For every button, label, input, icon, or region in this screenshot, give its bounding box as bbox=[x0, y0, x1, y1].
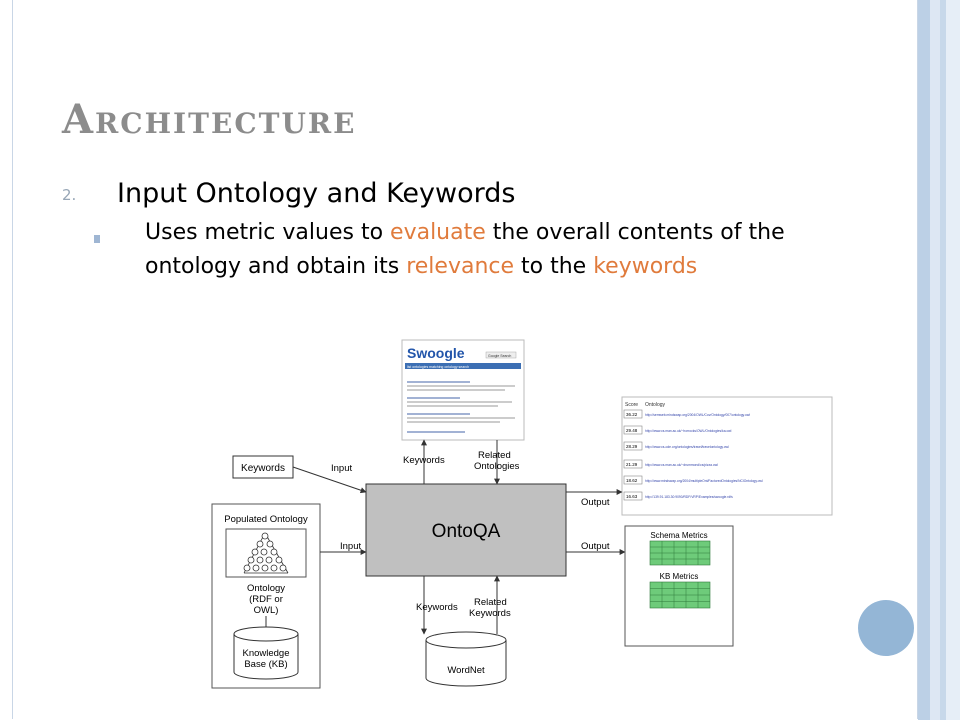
list-item-heading: 2. Input Ontology and Keywords bbox=[62, 178, 515, 209]
result-url: http://www.cs.man.ac.uk/~horrocks/OWL/On… bbox=[645, 429, 732, 433]
swoogle-screenshot: Swoogle Google Search list ontologies ma… bbox=[401, 339, 525, 441]
ontology-graph-icon bbox=[243, 532, 289, 574]
knowledge-base-cylinder bbox=[233, 626, 299, 680]
ontoqa-label: OntoQA bbox=[432, 521, 501, 542]
results-screenshot: Score Ontology 36.22 http://semweb.minds… bbox=[621, 396, 833, 516]
label-related-keywords: Keywords bbox=[469, 608, 511, 619]
label-keywords-bottom: Keywords bbox=[416, 602, 458, 613]
wordnet-label: WordNet bbox=[447, 665, 485, 676]
highlight-evaluate: evaluate bbox=[390, 220, 486, 245]
result-score: 18.62 bbox=[626, 478, 638, 483]
label-input-top: Input bbox=[331, 463, 352, 474]
slide-frame bbox=[12, 0, 918, 719]
result-score: 16.63 bbox=[626, 494, 638, 499]
ontology-label-line: OWL) bbox=[254, 605, 279, 616]
decorative-circle bbox=[858, 600, 914, 656]
label-related-ontologies: Related bbox=[478, 450, 511, 461]
label-output-top: Output bbox=[581, 497, 610, 508]
results-header-score: Score bbox=[625, 402, 638, 408]
schema-metrics-label: Schema Metrics bbox=[650, 531, 707, 540]
side-stripe-dark-2 bbox=[940, 0, 946, 720]
wordnet-cylinder bbox=[425, 631, 507, 687]
result-url: http://www.cs.man.ac.uk/~drummond/cs/piz… bbox=[645, 463, 718, 467]
swoogle-logo: Swoogle bbox=[407, 345, 465, 361]
list-number: 2. bbox=[62, 185, 77, 204]
label-related-ontologies: Ontologies bbox=[474, 461, 520, 472]
bullet-square-icon bbox=[94, 235, 100, 243]
result-score: 36.22 bbox=[626, 412, 638, 417]
label-keywords-top: Keywords bbox=[403, 455, 445, 466]
result-score: 29.48 bbox=[626, 428, 638, 433]
sub-bullet: Uses metric values to evaluate the overa… bbox=[90, 216, 830, 284]
kb-label-line: Base (KB) bbox=[244, 659, 287, 670]
list-heading-text: Input Ontology and Keywords bbox=[117, 178, 516, 209]
text-run: the overall contents of the ontology and… bbox=[145, 220, 785, 279]
swoogle-query-bar: list ontologies matching ontology search bbox=[407, 365, 469, 369]
result-score: 21.29 bbox=[626, 462, 638, 467]
result-url: http://www.mindswap.org/2004/multipleOnt… bbox=[645, 479, 763, 483]
highlight-keywords: keywords bbox=[593, 254, 698, 279]
result-url: http://www.cs-ode.org/ontologies/travel/… bbox=[645, 445, 729, 449]
side-stripe-light-2 bbox=[946, 0, 960, 720]
text-run: Uses metric values to bbox=[145, 220, 391, 245]
sub-bullet-text: Uses metric values to evaluate the overa… bbox=[145, 216, 830, 284]
side-stripe-light bbox=[930, 0, 940, 720]
populated-ontology-title: Populated Ontology bbox=[224, 514, 308, 525]
label-output-bottom: Output bbox=[581, 541, 610, 552]
schema-metrics-grid bbox=[649, 540, 711, 566]
text-run: to the bbox=[514, 254, 594, 279]
keywords-box-label: Keywords bbox=[241, 463, 285, 474]
swoogle-search-button: Google Search bbox=[488, 354, 511, 358]
kb-label-line: Knowledge bbox=[242, 648, 289, 659]
ontology-label-line: Ontology bbox=[247, 583, 285, 594]
kb-metrics-grid bbox=[649, 581, 711, 609]
label-related-keywords: Related bbox=[474, 597, 507, 608]
ontoqa-box bbox=[365, 483, 567, 577]
slide-title: Architecture bbox=[62, 96, 357, 143]
result-url: http://139.91.183.30:9090/RDF/VRP/Exampl… bbox=[645, 495, 733, 499]
result-url: http://semweb.mindswap.org/2004/OWL/Cov/… bbox=[645, 413, 750, 417]
results-header-ontology: Ontology bbox=[645, 402, 666, 408]
ontology-label-line: (RDF or bbox=[249, 594, 283, 605]
highlight-relevance: relevance bbox=[406, 254, 515, 279]
result-score: 28.29 bbox=[626, 444, 638, 449]
side-stripe-dark bbox=[918, 0, 930, 720]
label-input-left: Input bbox=[340, 541, 361, 552]
kb-metrics-label: KB Metrics bbox=[660, 572, 699, 581]
